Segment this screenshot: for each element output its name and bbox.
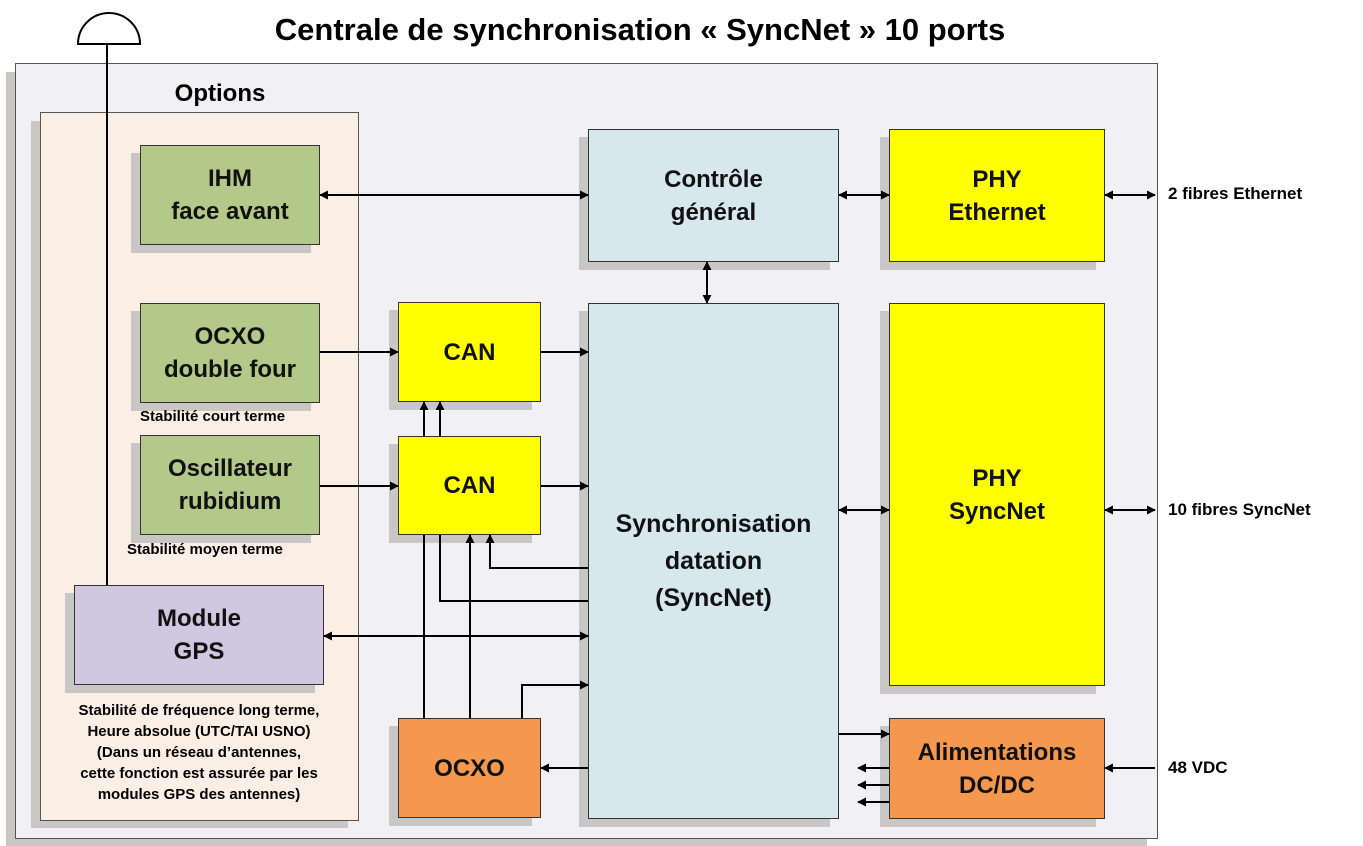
syncnet-fibres-label: 10 fibres SyncNet [1168,500,1311,519]
power-input-label: 48 VDC [1168,758,1228,777]
gps-antenna-icon [76,12,142,45]
ocxo-block: OCXO [398,718,541,818]
can-top-block: CAN [398,302,541,402]
synchronisation-block: Synchronisation datation (SyncNet) [588,303,839,819]
phy-ethernet-block: PHY Ethernet [889,129,1105,262]
alimentations-block: Alimentations DC/DC [889,718,1105,819]
link-can-sync-lower [439,535,588,602]
controle-general-block: Contrôle général [588,129,839,262]
rubidium-caption: Stabilité moyen terme [127,541,283,558]
link-ocxo-sync [521,680,589,718]
diagram-title: Centrale de synchronisation « SyncNet » … [274,12,1006,47]
link-sync-can-control [485,534,588,569]
ocxo-double-caption: Stabilité court terme [140,408,286,425]
ocxo-double-block: OCXO double four [140,303,320,403]
can-bottom-block: CAN [398,436,541,535]
gps-note: Stabilité de fréquence long terme, Heure… [78,702,320,803]
phy-syncnet-block: PHY SyncNet [889,303,1105,686]
ethernet-fibres-label: 2 fibres Ethernet [1168,184,1303,203]
options-title: Options [174,80,266,107]
gps-block: Module GPS [74,585,324,685]
rubidium-block: Oscillateur rubidium [140,435,320,535]
